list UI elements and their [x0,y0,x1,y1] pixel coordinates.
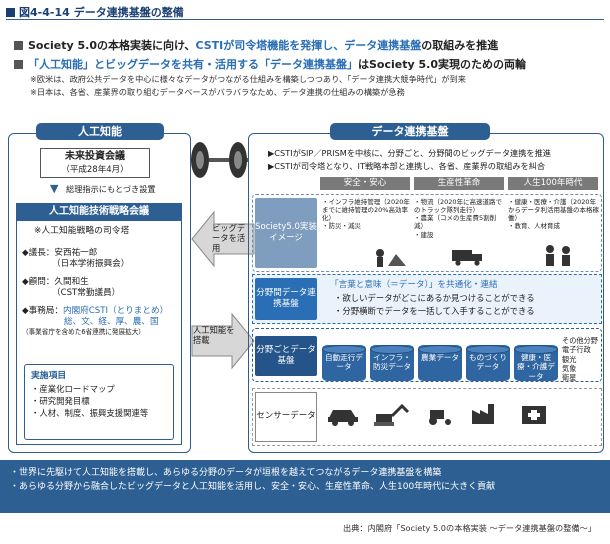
note-2: ※日本は、各省、産業界の取り組むデータベースがバラバラなため、データ連携の仕組み… [30,87,405,97]
item-hr: ・人材、制度、振興支援関連等 [31,408,149,419]
image-text-life100: ・健康・医療・介護（2020年からデータ利活用基盤の本格稼働） ・教育、人材育成 [508,198,599,231]
council-note: 総理指示にもとづき設置 [66,184,156,194]
items-title: 実施項目 [31,371,67,381]
council-box: 未来投資会議 （平成28年4月） [40,148,150,178]
bullet-2-post: はSociety 5.0実現のための両輪 [358,58,526,71]
bullet-square-icon [14,41,23,50]
member-advisor: ◆顧問：久間和生 （CST常勤議員） [22,277,180,299]
item-rd: ・研究開発目標 [31,396,90,407]
member-chair: ◆議長：安西祐一郎 （日本学術振興会） [22,248,180,270]
council-name: 未来投資会議 [65,151,125,162]
hospital-icon [522,406,546,424]
inter-item-find: ・欲しいデータがどこにあるか見つけることができる [334,293,535,303]
advisor-affiliation: （CST常勤議員） [52,288,121,299]
image-text-safety: ・インフラ維持管理（2020年までに維持管理の20%高効率化） ・防災・減災 [322,198,410,231]
society-image-box [252,194,602,272]
inter-item-bulk: ・分野横断でデータを一括して入手することができる [334,306,535,316]
strategy-role: ※人工知能戦略の司令塔 [34,226,130,236]
image-text-productivity: ・物流（2020年に高速道路でのトラック隊列走行） ・農業（コメの生産費5割削減… [414,198,503,239]
office-ministries: 総、文、経、厚、農、国 [64,317,159,328]
note-1: ※欧米は、政府公共データを中心に様々なデータがつながる仕組みを構築しつつあり、「… [30,74,466,84]
office-note: （事業省庁を含めた6省連携に発展拡大） [22,328,145,337]
bullet-1-pre: Society 5.0の本格実装に向け、 [28,39,196,52]
sensor-label: センサーデータ [255,392,317,442]
advisor-label: ◆顧問： [22,277,55,287]
cylinder-health: 健康・医療・介護データ [514,345,558,381]
per-field-label: 分野ごとデータ基盤 [255,336,317,376]
data-banner: データ連携基盤 [330,123,490,140]
bullet-1-highlight: CSTIが司令塔機能を発揮し、データ連携基盤 [195,39,422,52]
sensor-box [252,388,602,446]
figure-title-text: データ連携基盤の整備 [73,6,184,19]
arrow-right-icon [191,312,255,370]
wheels-icon [190,142,248,178]
title-rule [6,19,604,20]
elderly-care-icon [546,245,570,266]
per-field-box [252,328,602,382]
headline-1: ▶CSTIがSIP／PRISMを中核に、分野ごと、分野間のビッグデータ連携を推進 [268,148,551,158]
field-safety: 安全・安心 [320,177,410,190]
cyl-mfg-label: ものづくりデータ [469,353,507,372]
summary-bar: ・世界に先駆けて人工知能を搭載し、あらゆる分野のデータが垣根を越えてつながるデー… [0,460,610,513]
car-icon [328,410,358,426]
arrow-right-label: 人工知能を搭載 [193,325,235,345]
figure-title: 図4-4-14 データ連携基盤の整備 [6,4,184,20]
bullet-2: 「人工知能」とビッグデータを共有・活用する「データ連携基盤」はSociety 5… [14,58,604,72]
inter-field-title: 「言葉と意味（＝データ）」を共通化・連結 [330,280,498,290]
chair-affiliation: （日本学術振興会） [52,259,130,270]
field-productivity: 生産性革命 [414,177,504,190]
chair-value: 安西祐一郎 [54,248,98,258]
cylinder-infra: インフラ・防災データ [370,345,414,381]
item-roadmap: ・産業化ロードマップ [31,384,115,394]
truck-icon [452,250,482,266]
advisor-value: 久間和生 [54,277,89,287]
bullet-1-post: の取組みを推進 [421,39,499,52]
excavator-icon [374,403,410,426]
cyl-health-label: 健康・医療・介護データ [517,353,555,381]
arrow-left-label: ビッグデータを活用 [212,223,246,253]
office-label: ◆事務局： [22,306,63,316]
office-value: 内閣府CSTI（とりまとめ） [62,306,169,316]
inter-field-label: 分野間データ連携基盤 [255,278,317,320]
bullet-square-icon [14,60,23,69]
strategy-body [16,220,182,445]
summary-line-1: ・世界に先駆けて人工知能を搭載し、あらゆる分野のデータが垣根を越えてつながるデー… [10,468,442,478]
summary-line-2: ・あらゆる分野から融合したビッグデータと人工知能を活用し、安全・安心、生産性革命… [10,481,496,492]
cylinder-agri: 農業データ [418,345,462,381]
tractor-icon [429,410,451,425]
other-fields: その他分野 電子行政 観光 気象 衛星 [562,336,598,383]
society-image-label: Society5.0実装イメージ [255,198,317,268]
factory-icon [472,404,494,424]
headline-2: ▶CSTIが司令塔となり、IT戦略本部と連携し、各省、産業界の取組みを糾合 [268,161,546,171]
strategy-council: 人工知能技術戦略会議 [16,203,182,220]
cylinder-manufacturing: ものづくりデータ [466,345,510,381]
chair-label: ◆議長： [22,248,55,258]
field-life100: 人生100年時代 [508,177,598,190]
cyl-auto-label: 自動走行データ [325,353,363,372]
source-credit: 出典：内閣府「Society 5.0の本格実装 〜データ連携基盤の整備〜」 [343,523,596,533]
disaster-pictogram-icon [376,249,406,267]
title-square-icon [6,7,15,17]
figure-label: 図4-4-14 [19,6,70,19]
cyl-infra-label: インフラ・防災データ [373,353,411,372]
cylinder-auto-driving: 自動走行データ [322,345,366,381]
items-box: 実施項目 ・産業化ロードマップ ・研究開発目標 ・人材、制度、振興支援関連等 [24,364,174,440]
arrow-left-icon [191,210,255,268]
cyl-agri-label: 農業データ [421,353,459,362]
ai-banner: 人工知能 [36,123,164,140]
bullet-2-highlight: 「人工知能」とビッグデータを共有・活用する「データ連携基盤」 [28,58,358,71]
member-office: ◆事務局：内閣府CSTI（とりまとめ） 総、文、経、厚、農、国 （事業省庁を含め… [22,306,180,337]
arrow-down-icon: ▼ [50,182,59,195]
bullet-1: Society 5.0の本格実装に向け、CSTIが司令塔機能を発揮し、データ連携… [14,39,604,53]
council-date: （平成28年4月） [61,165,129,175]
